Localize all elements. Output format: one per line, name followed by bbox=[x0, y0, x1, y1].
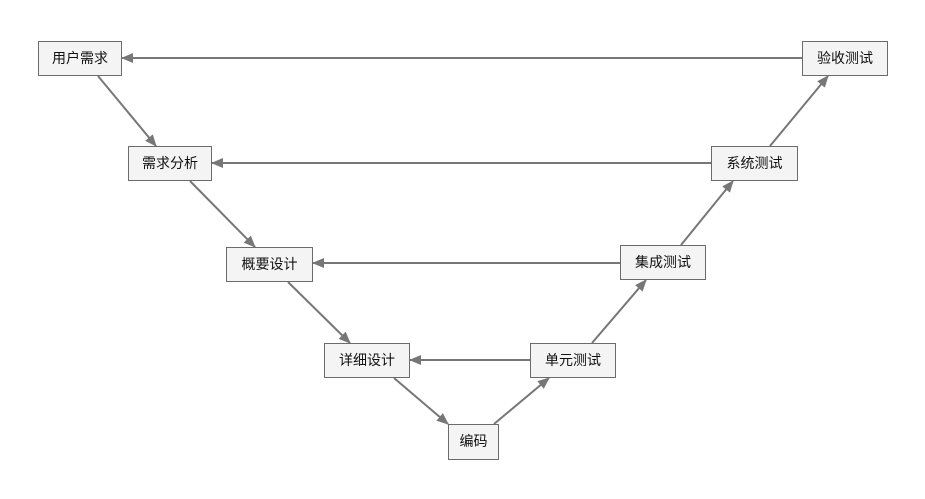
arrow-req-analysis-to-hl-design bbox=[189, 180, 256, 248]
node-label: 集成测试 bbox=[635, 254, 691, 271]
node-label: 需求分析 bbox=[142, 155, 198, 172]
arrow-int-test-to-sys-test bbox=[680, 180, 734, 246]
node-integration-testing: 集成测试 bbox=[620, 245, 706, 280]
node-label: 概要设计 bbox=[241, 256, 298, 273]
node-label: 系统测试 bbox=[726, 155, 783, 172]
node-label: 用户需求 bbox=[52, 50, 108, 67]
node-detailed-design: 详细设计 bbox=[324, 343, 410, 378]
arrow-hl-design-to-dt-design bbox=[287, 281, 351, 344]
arrow-coding-to-unit-test bbox=[493, 377, 550, 425]
node-user-requirements: 用户需求 bbox=[38, 41, 122, 76]
node-label: 验收测试 bbox=[817, 50, 873, 67]
arrow-unit-test-to-int-test bbox=[591, 279, 647, 344]
node-requirements-analysis: 需求分析 bbox=[128, 146, 212, 181]
arrow-dt-design-to-coding bbox=[393, 377, 449, 425]
node-label: 单元测试 bbox=[545, 352, 601, 369]
node-high-level-design: 概要设计 bbox=[226, 247, 313, 282]
node-system-testing: 系统测试 bbox=[711, 146, 798, 181]
node-unit-testing: 单元测试 bbox=[530, 343, 616, 378]
node-label: 详细设计 bbox=[339, 352, 395, 369]
node-coding: 编码 bbox=[448, 424, 499, 460]
node-label: 编码 bbox=[459, 434, 488, 450]
node-acceptance-testing: 验收测试 bbox=[802, 41, 888, 76]
arrow-sys-test-to-acc-test bbox=[769, 75, 829, 147]
arrow-user-req-to-req-analysis bbox=[97, 75, 157, 147]
